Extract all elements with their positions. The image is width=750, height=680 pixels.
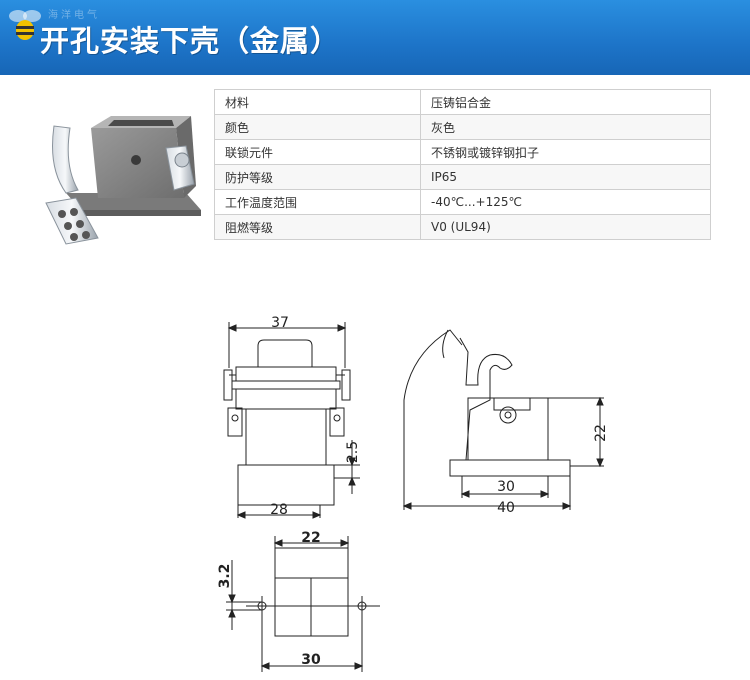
product-photo bbox=[45, 116, 201, 245]
spec-key: 防护等级 bbox=[214, 164, 421, 190]
dim-plan-top: 22 bbox=[301, 530, 320, 546]
plan-view bbox=[226, 536, 380, 672]
header-banner: 海洋电气 开孔安装下壳（金属） bbox=[0, 0, 750, 75]
spec-value: 压铸铝合金 bbox=[420, 89, 711, 115]
spec-key: 联锁元件 bbox=[214, 139, 421, 165]
page-title: 开孔安装下壳（金属） bbox=[40, 24, 341, 58]
dim-front-height: 2.5 bbox=[345, 441, 361, 463]
spec-value: 灰色 bbox=[420, 114, 711, 140]
side-view bbox=[402, 329, 604, 510]
spec-value: IP65 bbox=[420, 164, 711, 190]
spec-key: 颜色 bbox=[214, 114, 421, 140]
table-row: 联锁元件 不锈钢或镀锌钢扣子 bbox=[214, 139, 711, 165]
table-row: 工作温度范围 -40℃...+125℃ bbox=[214, 189, 711, 215]
spec-key: 工作温度范围 bbox=[214, 189, 421, 215]
bee-logo-icon bbox=[9, 10, 41, 40]
dim-plan-side: 3.2 bbox=[217, 564, 233, 589]
spec-key: 阻燃等级 bbox=[214, 214, 421, 240]
spec-value: V0 (UL94) bbox=[420, 214, 711, 240]
technical-drawing: 37 28 2.5 30 40 22 bbox=[217, 315, 609, 672]
dim-plan-bottom: 30 bbox=[301, 652, 321, 668]
spec-value: 不锈钢或镀锌钢扣子 bbox=[420, 139, 711, 165]
spec-value: -40℃...+125℃ bbox=[420, 189, 711, 215]
spec-table: 材料 压铸铝合金 颜色 灰色 联锁元件 不锈钢或镀锌钢扣子 防护等级 IP65 … bbox=[214, 89, 711, 240]
table-row: 材料 压铸铝合金 bbox=[214, 89, 711, 115]
dim-side-outer: 40 bbox=[497, 500, 515, 516]
dim-side-height: 22 bbox=[593, 424, 609, 442]
dim-side-inner: 30 bbox=[497, 479, 515, 495]
dim-front-top: 37 bbox=[271, 315, 289, 331]
dim-front-bottom: 28 bbox=[270, 502, 288, 518]
watermark-text: 海洋电气 bbox=[48, 10, 100, 21]
table-row: 阻燃等级 V0 (UL94) bbox=[214, 214, 711, 240]
table-row: 颜色 灰色 bbox=[214, 114, 711, 140]
table-row: 防护等级 IP65 bbox=[214, 164, 711, 190]
spec-key: 材料 bbox=[214, 89, 421, 115]
front-view bbox=[223, 322, 360, 519]
